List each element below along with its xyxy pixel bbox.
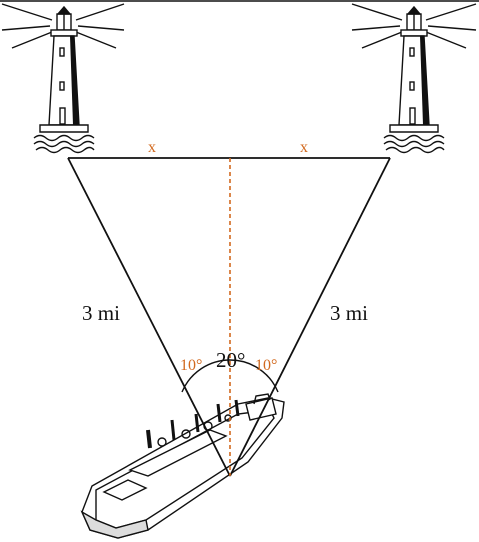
left-lighthouse-icon xyxy=(1,3,125,154)
left-half-angle-label: 10° xyxy=(180,357,202,374)
total-angle-label: 20° xyxy=(216,348,245,372)
half-base-label-right: x xyxy=(300,139,308,156)
right-side-segment xyxy=(229,157,391,477)
ship-icon xyxy=(80,393,285,539)
half-base-label-left: x xyxy=(148,139,156,156)
left-side-segment xyxy=(67,157,231,477)
right-side-length-label: 3 mi xyxy=(330,301,368,325)
right-half-angle-label: 10° xyxy=(255,357,277,374)
right-lighthouse-icon xyxy=(351,3,477,154)
angle-arc xyxy=(181,359,279,393)
left-side-length-label: 3 mi xyxy=(82,301,120,325)
